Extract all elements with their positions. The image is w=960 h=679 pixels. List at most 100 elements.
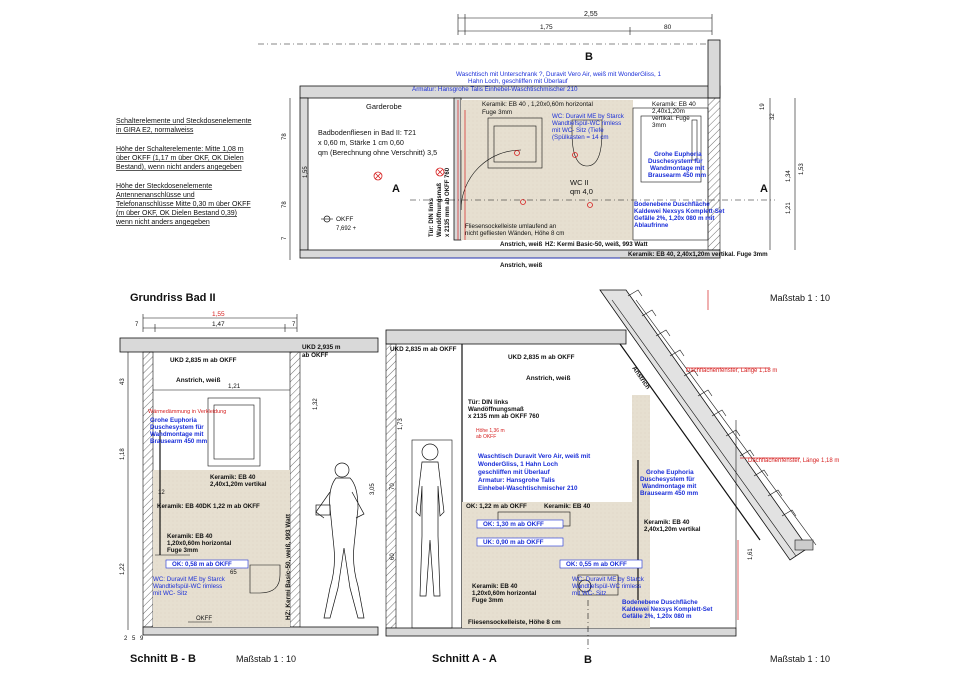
- bb-v9: 9: [140, 636, 144, 642]
- bb-v2: 2: [124, 636, 128, 642]
- legend-line-10: wenn nicht anders angegeben: [115, 219, 210, 226]
- aa-boden-1: Bodenebene Duschfläche: [622, 599, 698, 606]
- aa-k1: Keramik: EB 40: [472, 583, 518, 590]
- bb-ukd: UKD 2,835 m ab OKFF: [170, 357, 237, 364]
- floor-plan: 2,55 1,75 80 B: [258, 11, 805, 269]
- plan-tuer-3: x 2135 mm ab OKFF 760: [445, 167, 451, 237]
- plan-boden-4: Ablaufrinne: [634, 222, 669, 229]
- plan-drain-channel: [691, 119, 698, 161]
- plan-ker-vert: vertikal. Fuge: [652, 115, 690, 122]
- plan-garderobe: Garderobe: [366, 102, 402, 111]
- plan-boden-2: Kaldewei Nexsys Komplett-Set: [634, 208, 724, 215]
- plan-floor-3: qm (Berechnung ohne Verschnitt) 3,5: [318, 148, 437, 157]
- plan-wt-note-2: Hahn Loch, geschliffen mit Überlauf: [468, 77, 568, 85]
- plan-ker-size: 2,40x1,20m: [652, 108, 685, 115]
- bb-v43: 43: [120, 378, 126, 385]
- bb-k4: Keramik: EB 40: [167, 533, 213, 540]
- aa-anstrich: Anstrich, weiß: [526, 375, 570, 382]
- legend-line-2: in GIRA E2, normalweiss: [116, 127, 194, 134]
- plan-fuge2: 3mm: [652, 122, 666, 129]
- plan-wt-note-3: Armatur: Hansgrohe Talis Einhebel-Wascht…: [412, 86, 578, 93]
- plan-tiled-floor: [461, 100, 633, 240]
- aa-dach-1: Dachflächenfenster, Länge 1,18 m: [686, 368, 777, 374]
- plan-okff: OKFF: [336, 216, 353, 223]
- plan-wc-1: WC: Duravit ME by Starck: [552, 113, 625, 120]
- plan-socket-markers: [373, 150, 593, 208]
- aa-person-figure: [415, 443, 445, 597]
- aa-h173: 1,73: [398, 418, 404, 430]
- bb-w121: 1,21: [228, 383, 241, 390]
- aa-ukd2: UKD 2,835 m ab OKFF: [508, 354, 575, 361]
- bb-k6: Fuge 3mm: [167, 547, 198, 554]
- bb-wc-3: mit WC- Sitz: [153, 590, 187, 597]
- bb-v65: 65: [230, 570, 237, 576]
- legend-line-8: Telefonanschlüsse Mitte 0,30 m über OKFF: [116, 201, 251, 208]
- aa-keb40: Keramik: EB 40: [544, 503, 591, 510]
- bb-dim-a: 1,47: [212, 321, 225, 328]
- bb-ukd2b: ab OKFF: [302, 352, 328, 359]
- plan-okff-val: 7,692 +: [336, 226, 357, 232]
- aa-wc-2: Wandtiefspül-WC rimless: [572, 583, 641, 590]
- bb-v122: 1,22: [120, 563, 126, 575]
- plan-ker1: Keramik: EB 40 , 1,20x0,60m horizontal: [482, 101, 593, 108]
- aa-ceiling: [385, 329, 627, 345]
- bb-dusch-1: Grohe Euphoria: [150, 417, 197, 424]
- aa-wc-3: mit WC- Sitz: [572, 590, 606, 597]
- plan-vdim-6: 78: [282, 201, 288, 208]
- title-schnitt-bb: Schnitt B - B: [130, 653, 196, 665]
- plan-wc-name: WC II: [570, 178, 589, 187]
- bb-person-figure: [315, 462, 365, 619]
- aa-h70: 70: [390, 483, 396, 490]
- bb-dim-b: 7: [135, 322, 139, 328]
- aa-wt-2: WonderGliss, 1 Hahn Loch: [478, 461, 558, 468]
- aa-hoehe: Höhe 1,36 m: [476, 428, 505, 434]
- bb-k5: 1,20x0,60m horizontal: [167, 540, 232, 547]
- bb-v118: 1,18: [120, 448, 126, 460]
- aa-boden-3: Gefälle 2%, 1,20x 080 m: [622, 613, 692, 620]
- legend: Schalterelemente und Steckdosenelemente …: [115, 118, 252, 226]
- aa-wt-1: Waschtisch Duravit Vero Air, weiß mit: [478, 453, 591, 460]
- bb-left-wall: [142, 351, 154, 628]
- aa-ukd: UKD 2,835 m ab OKFF: [390, 346, 457, 353]
- legend-line-9: (m über OKF, OK Dielen Bestand 0,39): [116, 210, 237, 217]
- plan-wt-note-1: Waschtisch mit Unterschrank ?, Duravit V…: [456, 71, 662, 78]
- massstab-aa: Maßstab 1 : 10: [770, 654, 830, 664]
- aa-ok055: OK: 0,55 m ab OKFF: [566, 561, 627, 568]
- plan-vdim-8: 7: [282, 236, 288, 240]
- legend-line-7: Antennenanschlüsse und: [116, 192, 195, 199]
- plan-dim-a: 1,75: [540, 24, 553, 31]
- bb-hz: HZ: Kermi Basic-50, weiß, 993 Watt: [285, 513, 292, 620]
- aa-h60: 60: [390, 553, 396, 560]
- plan-shower-area: [632, 107, 709, 241]
- bb-anstrich: Anstrich, weiß: [176, 377, 220, 384]
- massstab-bb: Maßstab 1 : 10: [236, 654, 296, 664]
- plan-hz: HZ: Kermi Basic-50, weiß, 993 Watt: [545, 241, 648, 248]
- plan-section-b: B: [585, 51, 593, 63]
- plan-right-wall: [707, 97, 721, 251]
- plan-vdim-3: 1,55: [303, 166, 309, 178]
- aa-k4: Keramik: EB 40: [644, 519, 690, 526]
- aa-sloped-roof: [599, 289, 817, 561]
- plan-vdim-1: 1,34: [786, 170, 792, 182]
- plan-sockel-2: nicht gefliesten Wänden, Höhe 8 cm: [465, 230, 564, 237]
- plan-partition: [453, 97, 462, 241]
- legend-line-1: Schalterelemente und Steckdosenelemente: [116, 118, 252, 125]
- bb-dim-c: 7: [292, 322, 296, 328]
- title-grundriss: Grundriss Bad II: [130, 292, 216, 304]
- bb-ceiling: [119, 337, 379, 353]
- legend-line-5: Bestand), wenn nicht anders angegeben: [116, 164, 242, 171]
- bb-wc: [249, 564, 281, 594]
- aa-wc: [577, 574, 619, 596]
- aa-section-b: B: [584, 654, 592, 666]
- plan-shower-tray: [640, 115, 702, 183]
- plan-section-a-right: A: [760, 183, 768, 195]
- bb-wc-2: Wandtiefspül-WC rimless: [153, 583, 222, 590]
- bb-okff: OKFF: [196, 616, 212, 622]
- bb-ukd2: UKD 2,935 m: [302, 344, 341, 351]
- bb-k1: Keramik: EB 40: [210, 474, 256, 481]
- aa-dusch-2: Duschesystem für: [640, 476, 695, 483]
- aa-k3: Fuge 3mm: [472, 597, 503, 604]
- aa-dusch-3: Wandmontage mit: [642, 483, 697, 490]
- plan-floor-1: Badbodenfliesen in Bad II: T21: [318, 128, 416, 137]
- aa-wt-5: Einhebel-Waschtischmischer 210: [478, 485, 578, 492]
